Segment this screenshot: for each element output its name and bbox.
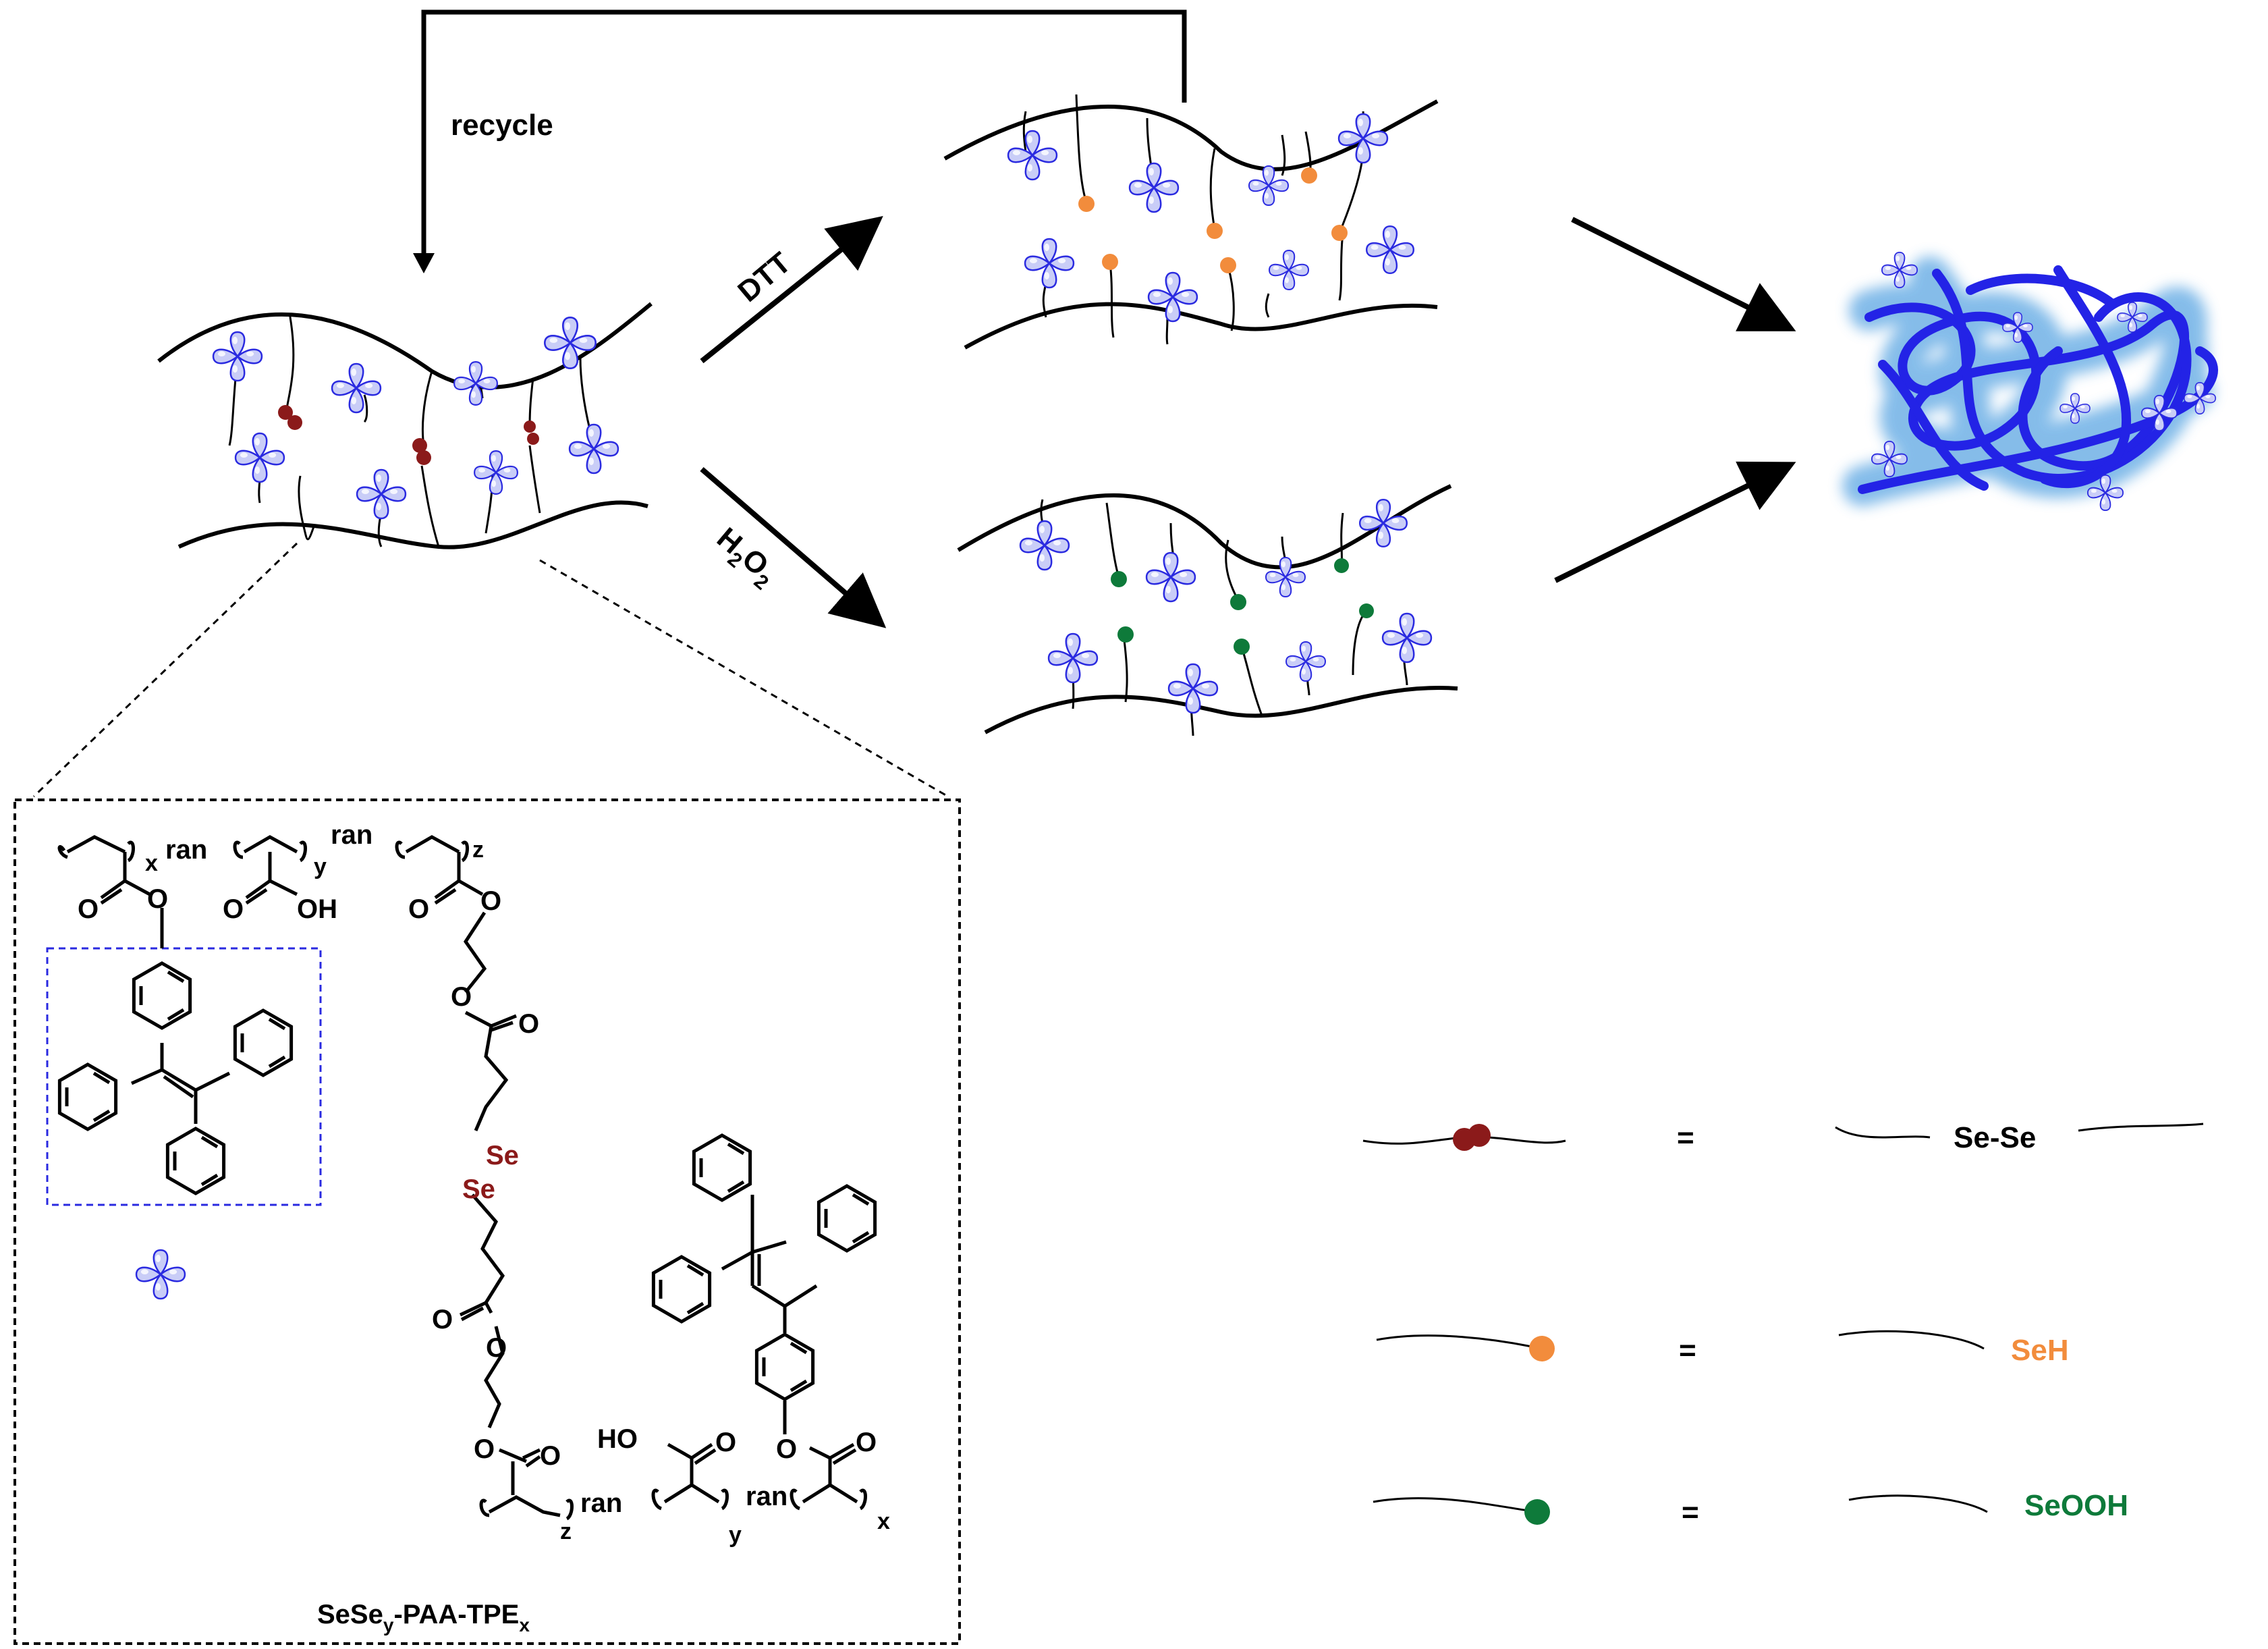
network-crosslinked — [157, 302, 653, 549]
label-y: y — [314, 854, 327, 880]
label-o-14: O — [856, 1428, 877, 1457]
label-o-13: O — [776, 1434, 797, 1464]
label-ran-4: ran — [746, 1482, 787, 1511]
label-o-7: O — [518, 1009, 539, 1039]
label-o-11: O — [540, 1441, 561, 1471]
aggregate-cluster — [1842, 251, 2218, 511]
arrow-h2o2 — [700, 466, 887, 628]
label-x: x — [145, 850, 158, 876]
recycle-loop — [413, 9, 1187, 273]
seleninic-end — [1111, 558, 1374, 655]
arrow-to-aggregate-top — [1571, 217, 1796, 331]
label-o-3: O — [223, 894, 244, 924]
label-o-2: O — [78, 894, 99, 924]
network-selenol — [943, 94, 1439, 350]
legend-equals-3: = — [1682, 1496, 1699, 1529]
tpe-highlight-box — [46, 947, 322, 1206]
structure-box — [13, 799, 961, 1645]
label-o-9: O — [486, 1333, 507, 1363]
label-se-2: Se — [462, 1174, 495, 1204]
legend: = Se-Se = SeH = SeOOH — [1362, 1121, 2204, 1529]
label-o-1: O — [147, 884, 168, 914]
diselenide-bond — [278, 405, 539, 465]
label-x-2: x — [877, 1509, 890, 1534]
label-o-5: O — [480, 886, 501, 916]
label-o-4: O — [408, 894, 429, 924]
label-o-10: O — [474, 1434, 495, 1464]
label-o-6: O — [451, 982, 472, 1012]
label-ran-3: ran — [580, 1488, 622, 1518]
legend-label-seh: SeH — [2011, 1334, 2069, 1367]
dtt-label: DTT — [731, 246, 797, 308]
legend-label-sese: Se-Se — [1954, 1121, 2036, 1154]
selenol-end — [1078, 167, 1348, 273]
label-se-1: Se — [486, 1141, 519, 1170]
arrow-dtt — [700, 216, 883, 364]
label-ran-1: ran — [165, 835, 207, 865]
legend-item-seleninic: = SeOOH — [1373, 1489, 2128, 1529]
legend-equals-2: = — [1679, 1334, 1696, 1367]
legend-item-diselenide: = Se-Se — [1362, 1121, 2204, 1154]
legend-equals-1: = — [1677, 1121, 1694, 1154]
arrow-to-aggregate-bottom — [1554, 461, 1796, 583]
zoom-guide-lines — [32, 542, 949, 798]
tpe-legend-icon — [135, 1249, 186, 1300]
legend-item-selenol: = SeH — [1376, 1330, 2069, 1367]
legend-label-seooh: SeOOH — [2024, 1489, 2128, 1522]
label-ran-2: ran — [331, 820, 372, 850]
tpe-unit — [212, 316, 619, 520]
label-o-12: O — [715, 1428, 736, 1457]
network-seleninic — [957, 484, 1458, 736]
label-z: z — [472, 837, 484, 863]
polymer-name: SeSey-PAA-TPEx — [317, 1600, 530, 1636]
structure-labels: x ran y ran z O O O OH O O O O Se Se O O… — [78, 820, 890, 1548]
label-oh: OH — [297, 894, 337, 924]
label-z-2: z — [560, 1519, 572, 1544]
label-o-8: O — [432, 1305, 453, 1334]
label-y-2: y — [729, 1522, 742, 1548]
recycle-arrow — [421, 9, 1187, 260]
chemical-structure — [57, 835, 867, 1521]
recycle-label: recycle — [451, 109, 553, 142]
label-ho: HO — [597, 1424, 638, 1454]
